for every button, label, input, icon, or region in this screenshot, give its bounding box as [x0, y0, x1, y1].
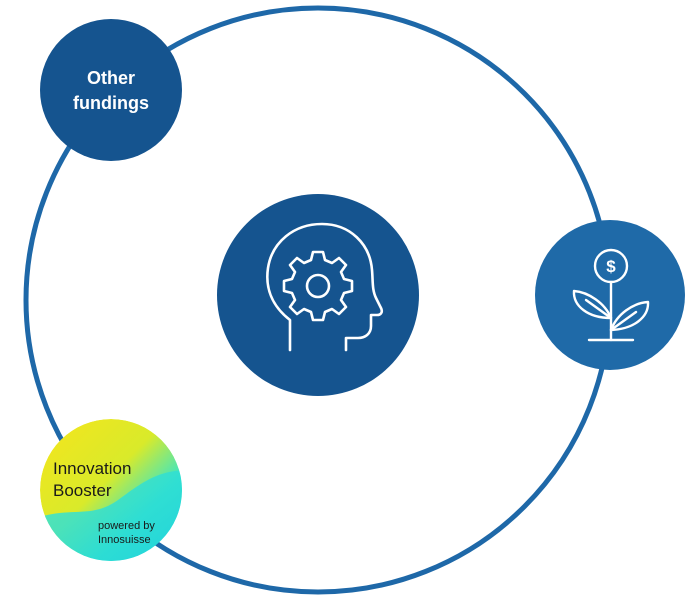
center-node[interactable] — [217, 194, 419, 396]
badge-sub-line2: Innosuisse — [98, 534, 151, 546]
badge-title-line2: Booster — [53, 481, 112, 500]
head-gear-icon — [266, 222, 384, 352]
badge-sub-line1: powered by — [98, 520, 155, 532]
svg-text:$: $ — [606, 257, 616, 276]
innovation-booster-badge[interactable]: Innovation Booster powered by Innosuisse — [30, 419, 190, 570]
other-fundings-label-line2: fundings — [73, 93, 149, 113]
other-fundings-label-line1: Other — [87, 68, 135, 88]
badge-title-line1: Innovation — [53, 459, 131, 478]
other-fundings-node[interactable]: Other fundings — [40, 19, 182, 161]
money-plant-icon: $ — [572, 248, 650, 342]
funding-node[interactable]: $ — [535, 220, 685, 370]
